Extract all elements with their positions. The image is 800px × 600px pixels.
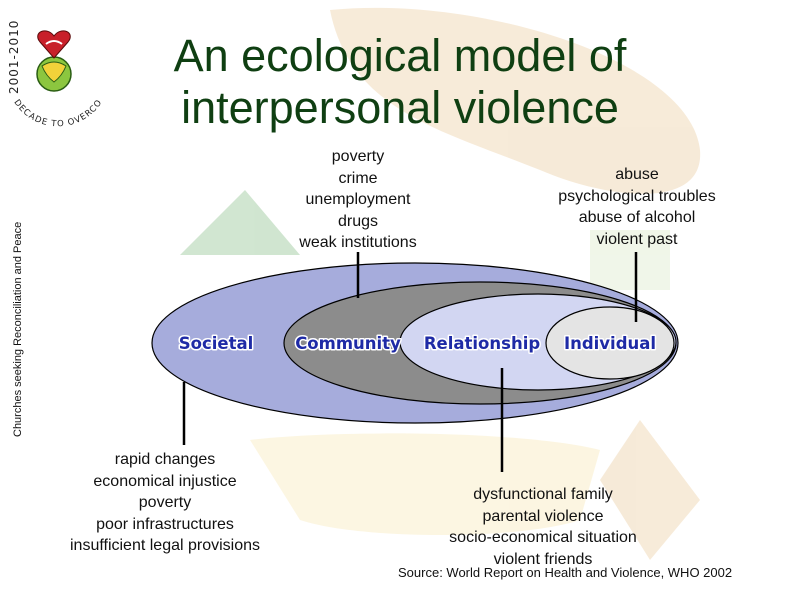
individual-factor: violent past <box>596 230 678 248</box>
societal-factor: insufficient legal provisions <box>69 537 261 554</box>
community-factor: poverty <box>331 148 385 165</box>
community-factor: unemployment <box>305 191 411 208</box>
individual-factor: abuse of alcohol <box>578 209 696 226</box>
societal-factors: rapid changes economical injustice pover… <box>50 449 280 557</box>
community-factor: weak institutions <box>299 234 417 251</box>
community-factor: drugs <box>337 212 379 230</box>
relationship-factor: socio-economical situation <box>449 529 637 546</box>
societal-factor: economical injustice <box>93 472 237 490</box>
label-societal: Societal <box>179 334 254 353</box>
community-factors: poverty crime unemployment drugs weak in… <box>278 146 438 254</box>
label-relationship: Relationship <box>424 334 541 353</box>
ellipse-individual <box>545 306 675 380</box>
watermark-lower-shape <box>250 433 600 535</box>
title-line-1: An ecological model of <box>173 30 627 81</box>
community-factor: crime <box>338 169 378 187</box>
page-title: An ecological model of interpersonal vio… <box>135 30 665 134</box>
dove-globe-icon <box>36 30 72 92</box>
source-citation: Source: World Report on Health and Viole… <box>398 565 733 580</box>
relationship-factors: dysfunctional family parental violence s… <box>433 484 653 570</box>
societal-factor: poor infrastructures <box>96 515 234 533</box>
title-line-2: interpersonal violence <box>181 82 619 133</box>
relationship-factor: dysfunctional family <box>473 486 613 503</box>
individual-factor: abuse <box>615 166 659 183</box>
watermark-right-shape <box>600 420 700 560</box>
watermark-leaf-shape <box>330 7 701 194</box>
relationship-factor: parental violence <box>482 507 604 525</box>
watermark-triangle-shape <box>180 190 300 255</box>
individual-factor: psychological troubles <box>558 187 716 205</box>
watermark-green-band <box>590 230 670 290</box>
label-community: Community <box>295 334 401 353</box>
societal-factor: rapid changes <box>114 451 216 468</box>
logo-years: 2001-2010 <box>7 20 21 94</box>
relationship-factor: violent friends <box>493 550 593 568</box>
societal-factor: poverty <box>138 494 192 511</box>
label-individual: Individual <box>564 334 656 353</box>
individual-factors: abuse psychological troubles abuse of al… <box>547 164 727 250</box>
decade-to-overcome-violence-logo: DECADE TO OVERCOME VIOLENCE 2001-2010 <box>2 2 104 127</box>
